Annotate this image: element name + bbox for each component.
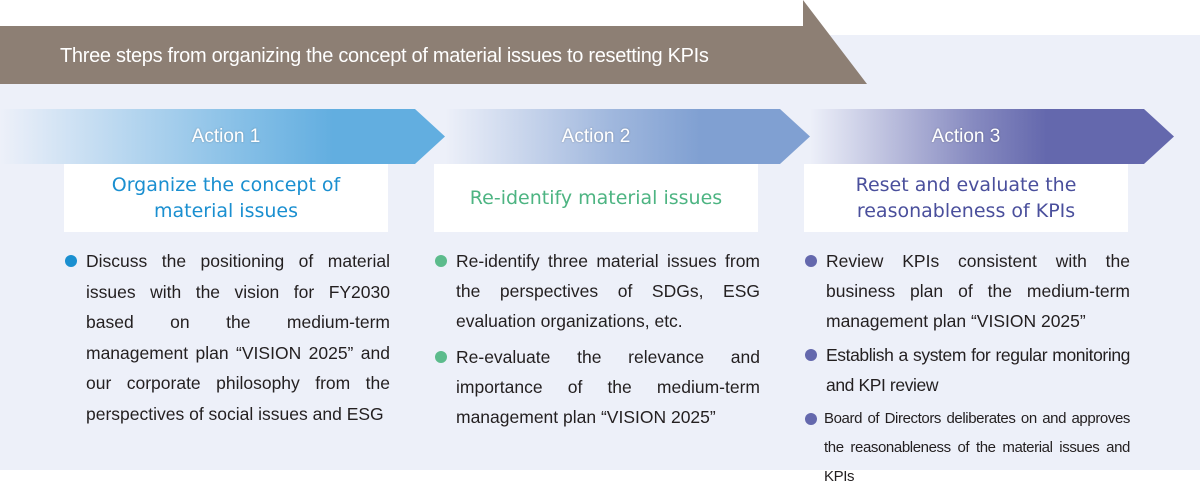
list-item: Review KPIs consistent with the business… — [804, 246, 1130, 336]
action-3-label: Action 3 — [931, 126, 1001, 147]
bullet-text: Board of Directors deliberates on and ap… — [824, 410, 1130, 485]
list-item: Re-identify three material issues from t… — [434, 246, 760, 336]
action-3-heading-box: Reset and evaluate the reasonableness of… — [804, 164, 1128, 232]
action-1-label: Action 1 — [191, 126, 261, 147]
action-3-arrow — [810, 109, 1174, 164]
list-item: Discuss the positioning of material issu… — [64, 246, 390, 429]
bullet-dot-icon — [805, 413, 817, 425]
list-item: Re-evaluate the relevance and importance… — [434, 342, 760, 432]
list-item: Board of Directors deliberates on and ap… — [804, 404, 1130, 491]
bullet-dot-icon — [435, 255, 447, 267]
action-1-bullet-list: Discuss the positioning of material issu… — [64, 246, 390, 429]
bullet-text: Re-identify three material issues from t… — [456, 251, 760, 331]
list-item: Establish a system for regular monitorin… — [804, 340, 1130, 400]
bullet-text: Re-evaluate the relevance and importance… — [456, 347, 760, 427]
action-3-bullet-list: Review KPIs consistent with the business… — [804, 246, 1130, 491]
bullet-text: Discuss the positioning of material issu… — [86, 251, 390, 424]
bullet-text: Establish a system for regular monitorin… — [826, 345, 1130, 395]
action-2-label: Action 2 — [561, 126, 631, 147]
action-1-heading: Organize the concept of material issues — [111, 174, 341, 222]
background-panel — [0, 35, 1200, 470]
bullet-dot-icon — [65, 255, 77, 267]
action-1-arrow — [0, 109, 445, 164]
action-2-arrow — [445, 109, 810, 164]
action-2-heading: Re-identify material issues — [469, 187, 723, 209]
action-3-heading: Reset and evaluate the reasonableness of… — [855, 174, 1077, 222]
title-banner-arrow — [0, 0, 867, 84]
bullet-text: Review KPIs consistent with the business… — [826, 251, 1130, 331]
banner-title: Three steps from organizing the concept … — [60, 45, 709, 67]
bullet-dot-icon — [805, 349, 817, 361]
action-2-bullet-list: Re-identify three material issues from t… — [434, 246, 760, 438]
bullet-dot-icon — [435, 351, 447, 363]
action-1-heading-box: Organize the concept of material issues — [64, 164, 388, 232]
bullet-dot-icon — [805, 255, 817, 267]
action-2-heading-box: Re-identify material issues — [434, 164, 758, 232]
